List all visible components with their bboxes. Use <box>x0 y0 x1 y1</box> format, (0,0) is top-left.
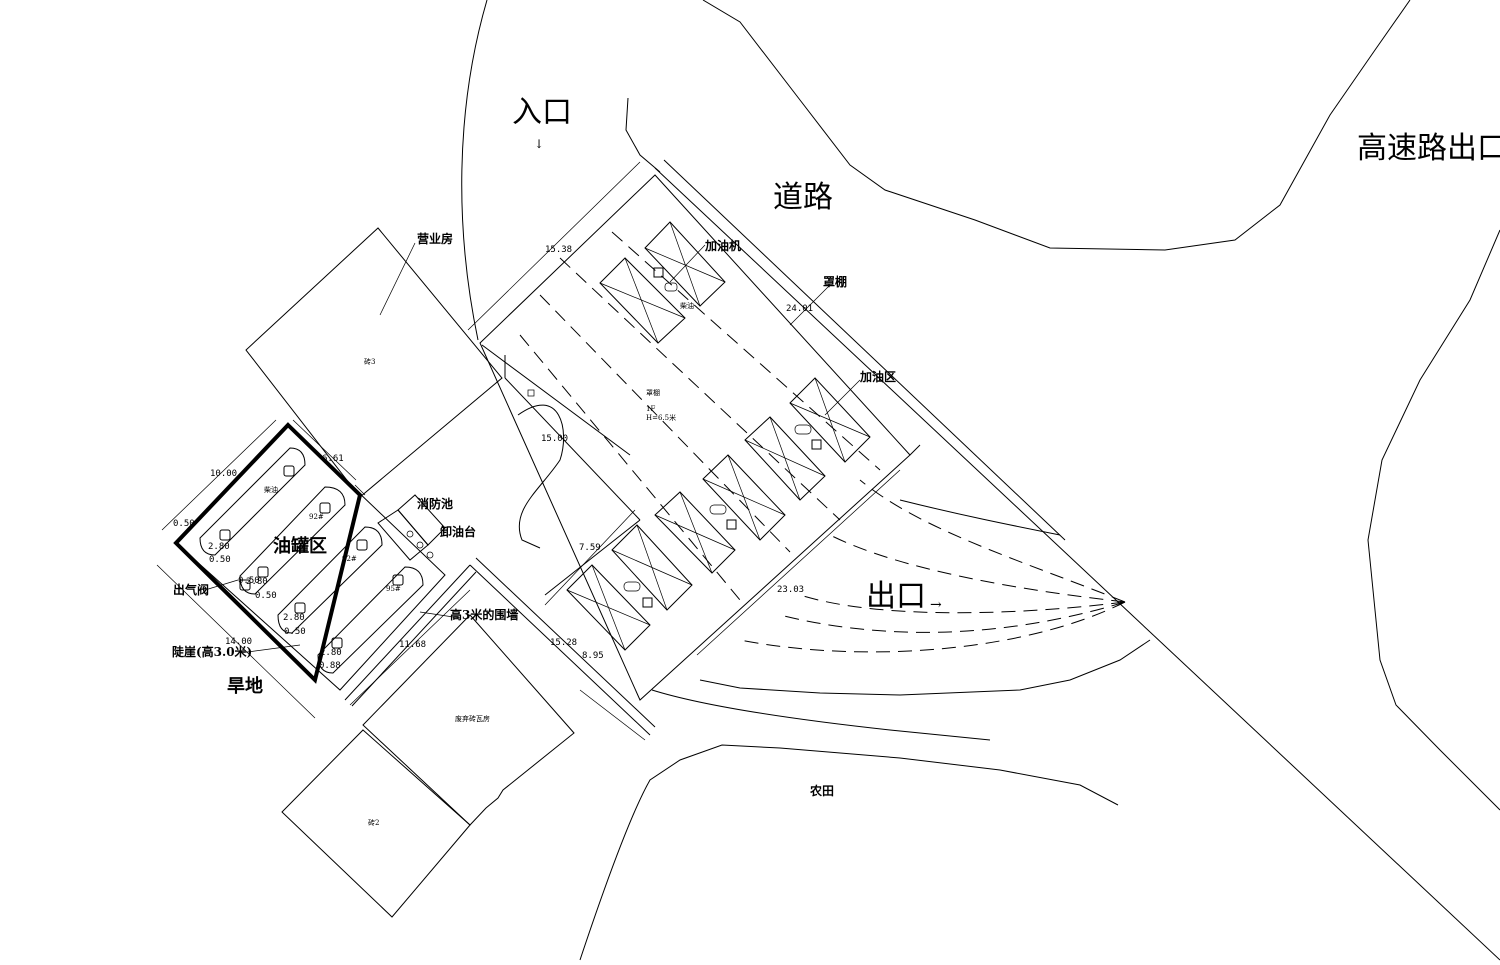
dim-0-50-e: 0.50 <box>238 576 260 586</box>
building3-label: 砖3 <box>364 357 375 366</box>
island-3 <box>789 377 871 463</box>
tank-92a-label: 92# <box>309 513 324 521</box>
vent-valve-label: 出气阀 <box>173 582 209 597</box>
island-8 <box>566 564 651 651</box>
tank-92b-label: 92# <box>342 555 357 563</box>
exit-label: 出口 <box>866 579 926 614</box>
fueling-area-label: 加油区 <box>859 369 896 384</box>
tank-diesel <box>199 447 306 556</box>
dimension-lines <box>156 161 901 741</box>
dryland-label: 旱地 <box>227 675 263 697</box>
dim-15-28: 15.28 <box>550 638 577 648</box>
pump-icon <box>726 519 737 530</box>
island-7 <box>611 524 693 611</box>
entrance-arrow: ↓ <box>534 137 544 151</box>
dim-2-80-b: 2.80 <box>246 577 268 587</box>
dim-2-80-c: 2.80 <box>283 613 305 623</box>
tank-area <box>173 422 446 691</box>
dim-0-50-b: 0.50 <box>209 555 231 565</box>
pump-icon <box>653 267 664 278</box>
pump-icon <box>794 424 812 435</box>
island-4 <box>744 416 826 501</box>
pump-icon <box>623 581 641 592</box>
cliff-label: 陡崖(高3.0米) <box>172 644 252 659</box>
terrain-lines <box>461 0 1500 961</box>
dim-7-59: 7.59 <box>579 543 601 553</box>
dim-24-01: 24.01 <box>786 304 813 314</box>
dispenser-label: 加油机 <box>704 238 741 253</box>
exit-lane-lines <box>739 479 1126 653</box>
canopy-height-label: H=6.5米 <box>646 413 676 422</box>
building-2 <box>281 729 471 918</box>
tank-95 <box>317 566 424 674</box>
diesel-tank-label: 柴油 <box>264 485 278 494</box>
island-5 <box>702 454 786 541</box>
island-diesel-label: 柴油 <box>680 301 694 310</box>
tank-area-label: 油罐区 <box>273 535 327 557</box>
dim-15-00: 15.00 <box>541 434 568 444</box>
abandoned-house <box>362 614 575 826</box>
tank-92a <box>239 486 346 595</box>
tank-92b <box>277 526 383 634</box>
canopy-floor-label: 1F <box>646 405 655 413</box>
dim-0-50-c: 0.50 <box>255 591 277 601</box>
dim-11-68: 11.68 <box>399 640 426 650</box>
building2-label: 砖2 <box>368 818 379 827</box>
dim-0-50-d: 0.50 <box>284 627 306 637</box>
road-edge <box>654 159 1500 961</box>
pump-icon <box>664 282 678 292</box>
leader-lines <box>204 244 861 654</box>
canopy-center-label: 罩棚 <box>646 388 660 397</box>
island-1 <box>644 221 726 307</box>
exit-arrow: → <box>930 597 942 613</box>
island-2 <box>599 257 686 344</box>
highway-exit-label: 高速路出口 <box>1357 131 1500 166</box>
fire-pool <box>377 494 446 561</box>
dim-6-61: 6.61 <box>322 454 344 464</box>
dim-2-80-a: 2.80 <box>208 542 230 552</box>
fire-pool-label: 消防池 <box>417 496 453 511</box>
dim-8-95: 8.95 <box>582 651 604 661</box>
dim-0-50-a: 0.50 <box>173 519 195 529</box>
wall-label: 高3米的围墙 <box>450 607 518 622</box>
pump-icon <box>709 504 727 515</box>
dim-23-03: 23.03 <box>777 585 804 595</box>
entrance-label: 入口 <box>512 95 572 130</box>
dispenser-islands <box>566 221 871 651</box>
unloading-platform-label: 卸油台 <box>440 524 476 539</box>
dim-2-80-d: 2.80 <box>320 648 342 658</box>
dim-0-88: 0.88 <box>319 661 341 671</box>
abandoned-house-label: 废弃砖瓦房 <box>455 714 490 723</box>
island-6 <box>654 491 736 574</box>
tank-95-label: 95# <box>386 585 401 593</box>
farmland-label: 农田 <box>809 783 834 798</box>
dim-10-00: 10.00 <box>210 469 237 479</box>
road-label: 道路 <box>773 180 833 215</box>
pump-icon <box>642 597 653 608</box>
business-house-label: 营业房 <box>417 231 453 246</box>
dim-15-38: 15.38 <box>545 245 572 255</box>
canopy-label: 罩棚 <box>823 274 847 289</box>
dim-14-00: 14.00 <box>225 637 252 647</box>
pump-icon <box>811 439 822 450</box>
